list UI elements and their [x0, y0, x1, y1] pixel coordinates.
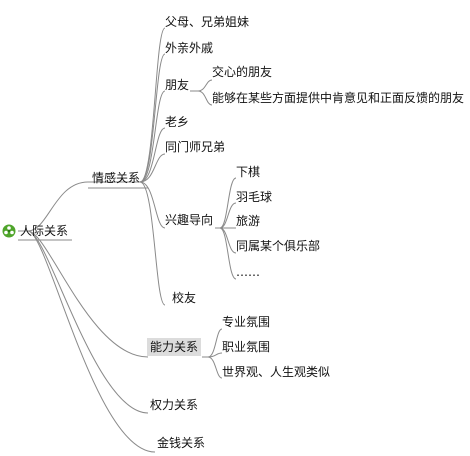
link-interest-etc: [215, 227, 237, 280]
node-club[interactable]: 同属某个俱乐部: [236, 239, 321, 253]
node-schoolmates[interactable]: 同门师兄弟: [165, 140, 226, 154]
link-interest-chess: [215, 177, 237, 229]
node-travel[interactable]: 旅游: [236, 214, 261, 228]
node-badminton[interactable]: 羽毛球: [236, 190, 273, 204]
link-friends-close: [190, 79, 213, 92]
node-emotion[interactable]: 情感关系: [92, 171, 141, 185]
node-feedback-friends[interactable]: 能够在某些方面提供中肯意见和正面反馈的朋友: [212, 91, 465, 105]
link-ability-worldview: [202, 356, 223, 379]
node-worldview[interactable]: 世界观、人生观类似: [222, 365, 331, 379]
link-root-money: [18, 230, 156, 453]
node-friends[interactable]: 朋友: [165, 78, 190, 92]
node-chess[interactable]: 下棋: [236, 165, 261, 179]
node-ability[interactable]: 能力关系: [147, 338, 202, 356]
link-emotion-alumni: [88, 181, 166, 306]
node-etc[interactable]: ……: [236, 265, 260, 279]
node-relatives[interactable]: 外亲外戚: [165, 41, 214, 55]
link-root-power: [18, 230, 149, 414]
link-emotion-friends: [88, 90, 166, 183]
link-root-ability: [18, 230, 149, 358]
node-alumni[interactable]: 校友: [172, 291, 197, 305]
node-family[interactable]: 父母、兄弟姐妹: [165, 15, 250, 29]
link-friends-feedback: [190, 90, 213, 106]
node-root[interactable]: 人际关系: [20, 224, 69, 238]
node-money[interactable]: 金钱关系: [157, 436, 206, 450]
link-emotion-relatives: [88, 53, 166, 183]
node-professional[interactable]: 专业氛围: [222, 315, 271, 329]
node-hometown[interactable]: 老乡: [165, 115, 190, 129]
node-power[interactable]: 权力关系: [150, 398, 199, 412]
link-emotion-interest: [88, 181, 166, 229]
star-cluster-icon: [2, 224, 16, 238]
node-interest[interactable]: 兴趣导向: [165, 213, 214, 227]
link-ability-professional: [202, 328, 223, 358]
node-close-friends[interactable]: 交心的朋友: [212, 65, 273, 79]
link-root-emotion: [18, 181, 89, 232]
node-career[interactable]: 职业氛围: [222, 340, 271, 354]
